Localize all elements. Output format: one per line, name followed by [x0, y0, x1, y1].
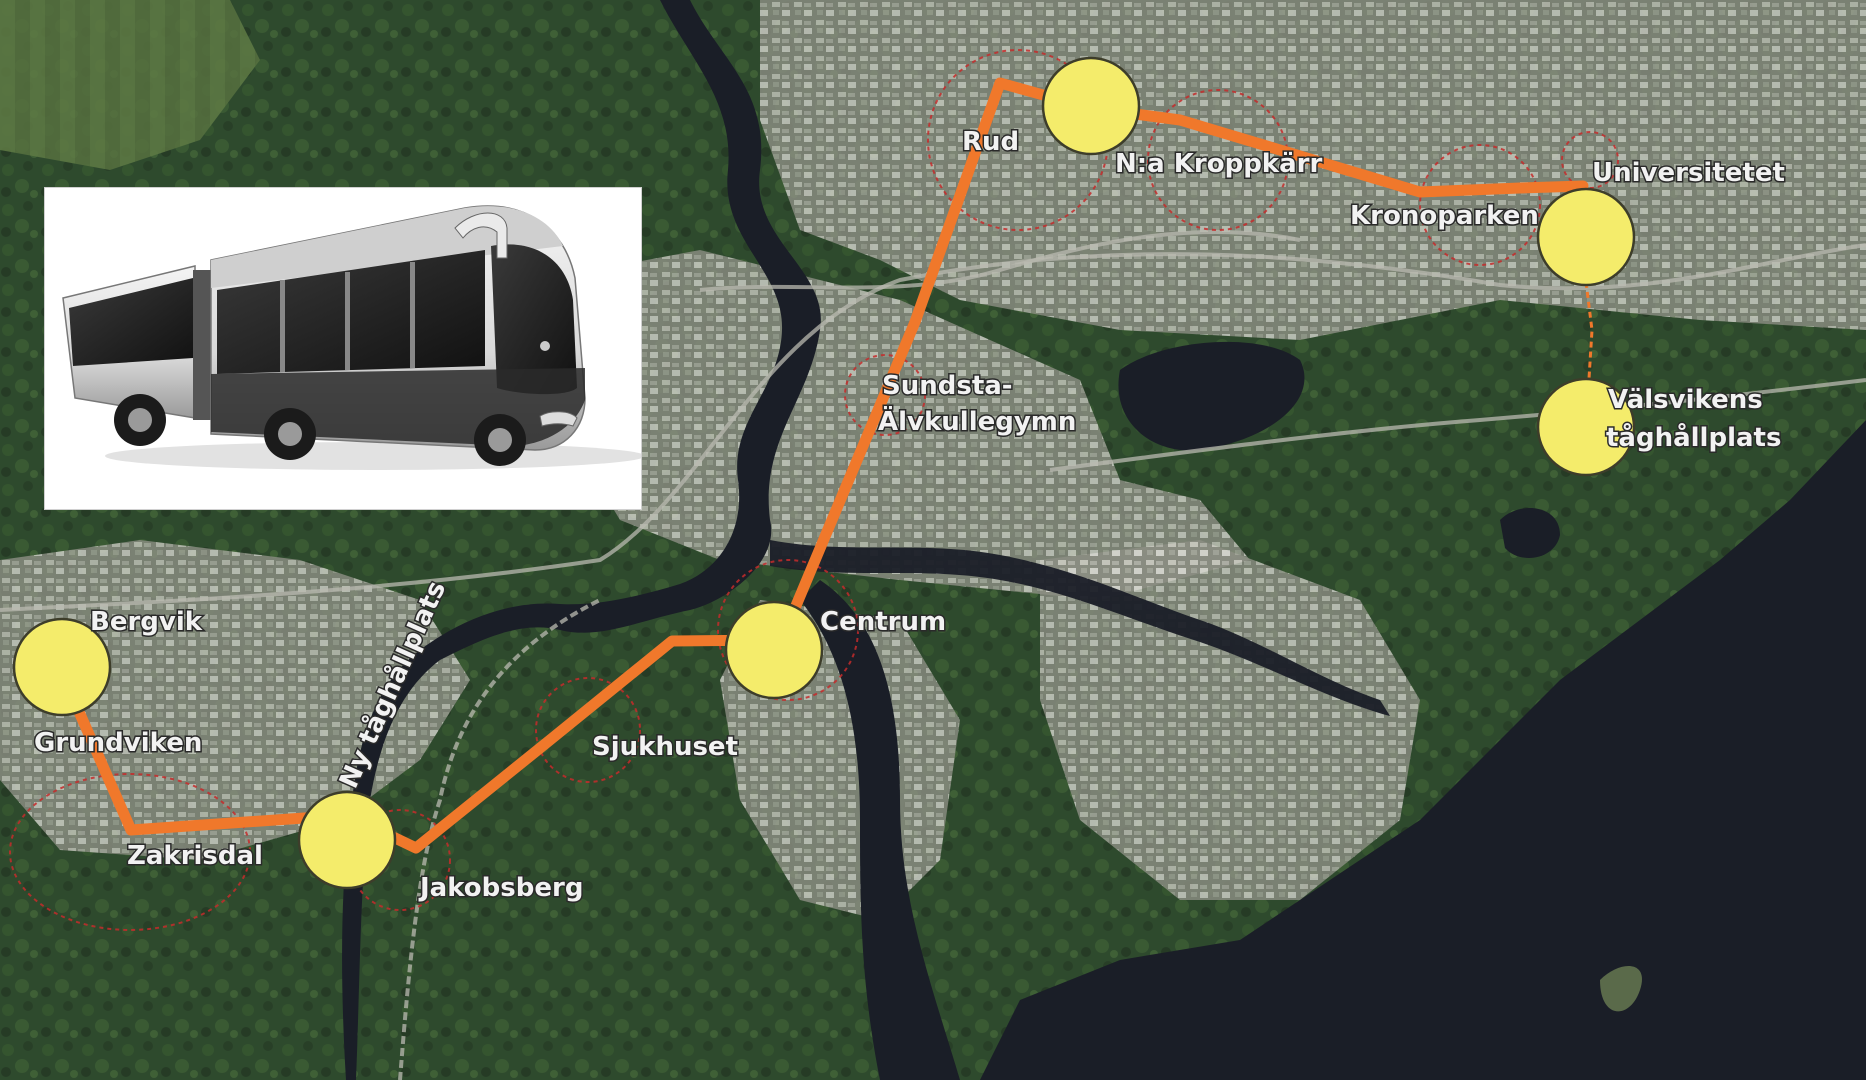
stop-marker-centrum[interactable]: [724, 600, 824, 700]
label-centrum: Centrum: [820, 607, 946, 637]
road-highway: [0, 243, 1866, 612]
label-kroppkarr: N:a Kroppkärr: [1115, 149, 1322, 179]
river-inlet-south: [800, 580, 960, 1080]
zone-sjukhuset: [535, 677, 641, 783]
zone-kronoparken: [1419, 144, 1541, 266]
label-jakobsberg: Jakobsberg: [418, 873, 583, 903]
urban-area-center: [540, 250, 1250, 600]
railway: [398, 598, 601, 1080]
label-grundviken: Grundviken: [34, 728, 202, 758]
stop-marker-rud[interactable]: [1041, 56, 1141, 156]
zone-sundsta: [844, 354, 926, 436]
zone-centrum: [717, 559, 859, 701]
label-zakrisdal: Zakrisdal: [127, 841, 263, 871]
stop-marker-bergvik[interactable]: [12, 617, 112, 717]
stop-marker-jakobsberg[interactable]: [297, 790, 397, 890]
zone-zakrisdal: [9, 773, 251, 931]
label-sundsta-line2: Älvkullegymn: [878, 405, 1076, 437]
zone-kroppkarr: [1147, 89, 1289, 231]
label-valsviken-line2: tåghållplats: [1606, 421, 1781, 453]
stop-marker-valsviken[interactable]: [1536, 377, 1636, 477]
pond-east: [1500, 508, 1560, 558]
label-kronoparken: Kronoparken: [1350, 201, 1539, 231]
lake-north: [1118, 341, 1305, 451]
label-bergvik: Bergvik: [90, 607, 203, 637]
island-small: [1600, 966, 1642, 1012]
label-rud: Rud: [962, 127, 1019, 157]
label-valsviken-line1: Välsvikens: [1608, 385, 1763, 415]
label-sundsta-line1: Sundsta-: [882, 371, 1013, 401]
road-ring: [699, 229, 1301, 292]
label-universitetet: Universitetet: [1592, 158, 1785, 188]
bus-illustration: [62, 205, 641, 470]
label-sjukhuset: Sjukhuset: [592, 732, 738, 762]
lake-vanern: [980, 420, 1866, 1080]
road-east: [1049, 378, 1866, 472]
urban-area-southwest: [0, 540, 470, 860]
fields-area: [0, 0, 260, 170]
urban-area-island: [1040, 540, 1420, 900]
river-branch-east: [770, 540, 1390, 716]
bus-illustration-panel: [44, 187, 642, 510]
bus-route-branch: [1584, 281, 1594, 396]
zone-jakobsberg: [349, 809, 451, 911]
stop-marker-universitetet[interactable]: [1536, 187, 1636, 287]
